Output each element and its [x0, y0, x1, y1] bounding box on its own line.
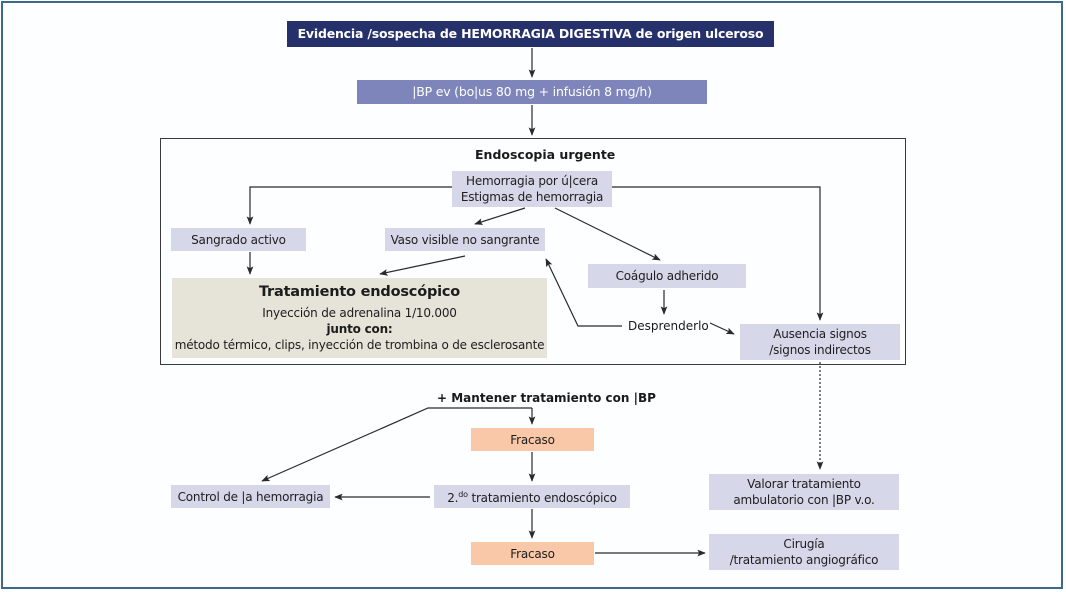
maintain-ibp-label: + Mantener tratamiento con |BP	[437, 391, 656, 405]
second-treatment-prefix: 2.	[447, 491, 459, 505]
failure-text-2: Fracaso	[510, 546, 555, 561]
urgent-endoscopy-title: Endoscopia urgente	[475, 147, 616, 162]
ambulatory-treatment-line1: Valorar tratamiento	[747, 477, 861, 491]
second-treatment-box: 2.do tratamiento endoscópico	[434, 485, 630, 508]
suspected-bleeding-box: Evidencia /sospecha de HEMORRAGIA DIGEST…	[287, 21, 774, 47]
endoscopic-treatment-line3: método térmico, clips, inyección de trom…	[174, 337, 545, 352]
endoscopic-treatment-title: Tratamiento endoscópico	[258, 283, 461, 300]
ulcer-hemorrhage-line2: Estigmas de hemorragia	[460, 190, 604, 204]
failure-box-1: Fracaso	[471, 428, 594, 451]
urgent-endoscopy-section	[160, 138, 906, 365]
absence-signs-box: Ausencia signos /signos indirectos	[740, 324, 900, 360]
second-treatment-text: 2.do tratamiento endoscópico	[447, 487, 617, 506]
ulcer-hemorrhage-box: Hemorragia por ú|cera Estigmas de hemorr…	[452, 171, 612, 207]
second-treatment-superscript: do	[458, 490, 468, 499]
visible-vessel-text: Vaso visible no sangrante	[390, 232, 540, 247]
active-bleeding-box: Sangrado activo	[171, 228, 306, 251]
absence-signs-line2: /signos indirectos	[769, 343, 871, 357]
ambulatory-treatment-line2: ambulatorio con |BP v.o.	[733, 493, 875, 507]
hemorrhage-control-box: Control de |a hemorragia	[171, 485, 330, 508]
absence-signs-line1: Ausencia signos	[773, 327, 867, 341]
ibp-iv-text: |BP ev (bo|us 80 mg + infusión 8 mg/h)	[412, 84, 652, 99]
adherent-clot-box: Coágulo adherido	[588, 264, 746, 288]
endoscopic-treatment-line1: Inyección de adrenalina 1/10.000	[262, 305, 457, 320]
visible-vessel-box: Vaso visible no sangrante	[385, 228, 545, 251]
failure-text-1: Fracaso	[510, 432, 555, 447]
hemorrhage-control-text: Control de |a hemorragia	[177, 489, 324, 504]
endoscopic-treatment-box: Tratamiento endoscópico Inyección de adr…	[172, 278, 547, 358]
surgery-line2: /tratamiento angiográfico	[729, 553, 879, 567]
adherent-clot-text: Coágulo adherido	[615, 269, 719, 283]
ulcer-hemorrhage-line1: Hemorragia por ú|cera	[466, 174, 598, 188]
ibp-iv-box: |BP ev (bo|us 80 mg + infusión 8 mg/h)	[357, 80, 707, 104]
surgery-line1: Cirugía	[783, 537, 825, 551]
failure-box-2: Fracaso	[471, 542, 594, 565]
endoscopic-treatment-line2: junto con:	[326, 321, 393, 336]
surgery-box: Cirugía /tratamiento angiográfico	[709, 534, 899, 570]
second-treatment-suffix: tratamiento endoscópico	[467, 491, 617, 505]
suspected-bleeding-text: Evidencia /sospecha de HEMORRAGIA DIGEST…	[297, 26, 764, 41]
ambulatory-treatment-box: Valorar tratamiento ambulatorio con |BP …	[709, 474, 899, 510]
detach-label: Desprenderlo	[628, 319, 709, 333]
active-bleeding-text: Sangrado activo	[191, 232, 286, 247]
